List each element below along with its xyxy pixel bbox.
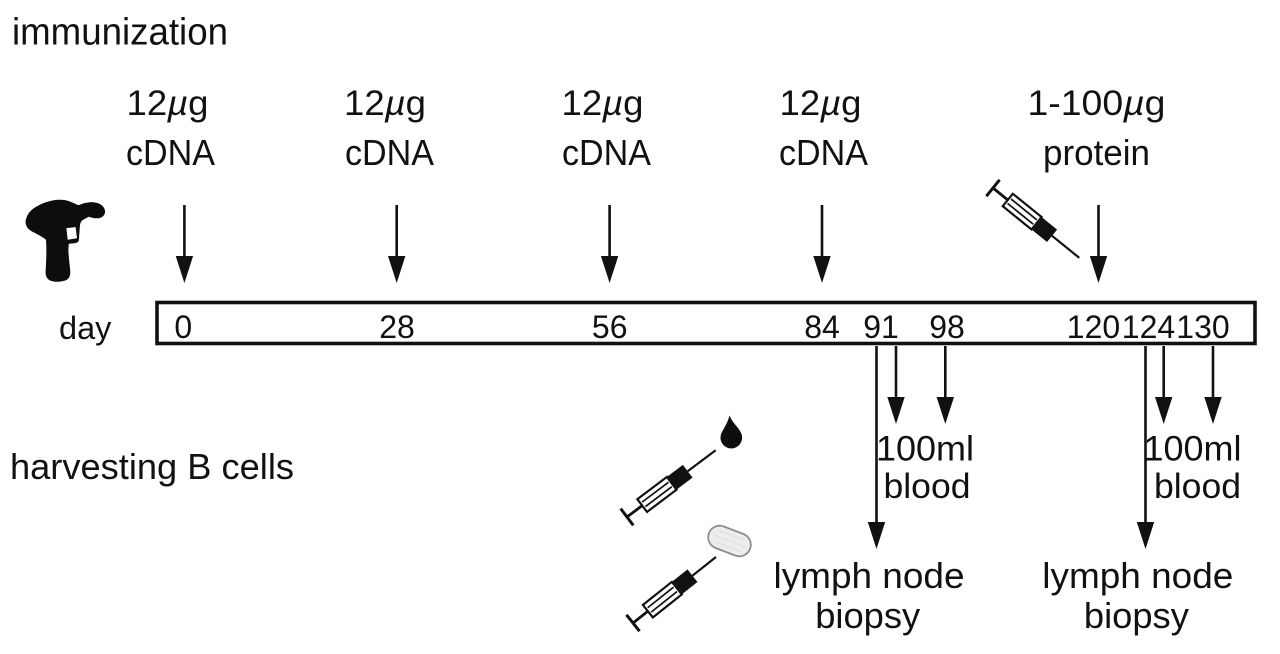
svg-text:124: 124 xyxy=(1122,309,1175,345)
svg-text:91: 91 xyxy=(863,309,899,345)
svg-text:12µg: 12µg xyxy=(562,84,644,123)
svg-text:12µg: 12µg xyxy=(127,84,209,123)
svg-text:0: 0 xyxy=(174,309,192,345)
svg-text:lymph node: lymph node xyxy=(774,555,965,596)
svg-text:100ml: 100ml xyxy=(876,430,974,469)
svg-text:protein: protein xyxy=(1043,132,1150,173)
svg-text:12µg: 12µg xyxy=(780,84,862,123)
svg-text:98: 98 xyxy=(929,309,965,345)
svg-text:blood: blood xyxy=(884,467,971,506)
svg-text:biopsy: biopsy xyxy=(1084,595,1190,636)
svg-text:harvesting B cells: harvesting B cells xyxy=(10,446,294,487)
svg-text:56: 56 xyxy=(592,309,628,345)
svg-text:immunization: immunization xyxy=(12,12,228,54)
svg-text:28: 28 xyxy=(379,309,415,345)
svg-text:130: 130 xyxy=(1176,309,1229,345)
svg-text:cDNA: cDNA xyxy=(562,132,651,173)
svg-text:cDNA: cDNA xyxy=(126,132,215,173)
svg-text:cDNA: cDNA xyxy=(779,132,868,173)
svg-text:120: 120 xyxy=(1067,309,1120,345)
svg-text:84: 84 xyxy=(804,309,840,345)
svg-text:day: day xyxy=(59,310,112,346)
svg-text:biopsy: biopsy xyxy=(815,595,921,636)
svg-text:cDNA: cDNA xyxy=(345,132,434,173)
svg-text:100ml: 100ml xyxy=(1144,430,1242,469)
svg-text:blood: blood xyxy=(1154,467,1241,506)
svg-text:lymph node: lymph node xyxy=(1042,555,1233,596)
svg-text:12µg: 12µg xyxy=(344,84,426,123)
